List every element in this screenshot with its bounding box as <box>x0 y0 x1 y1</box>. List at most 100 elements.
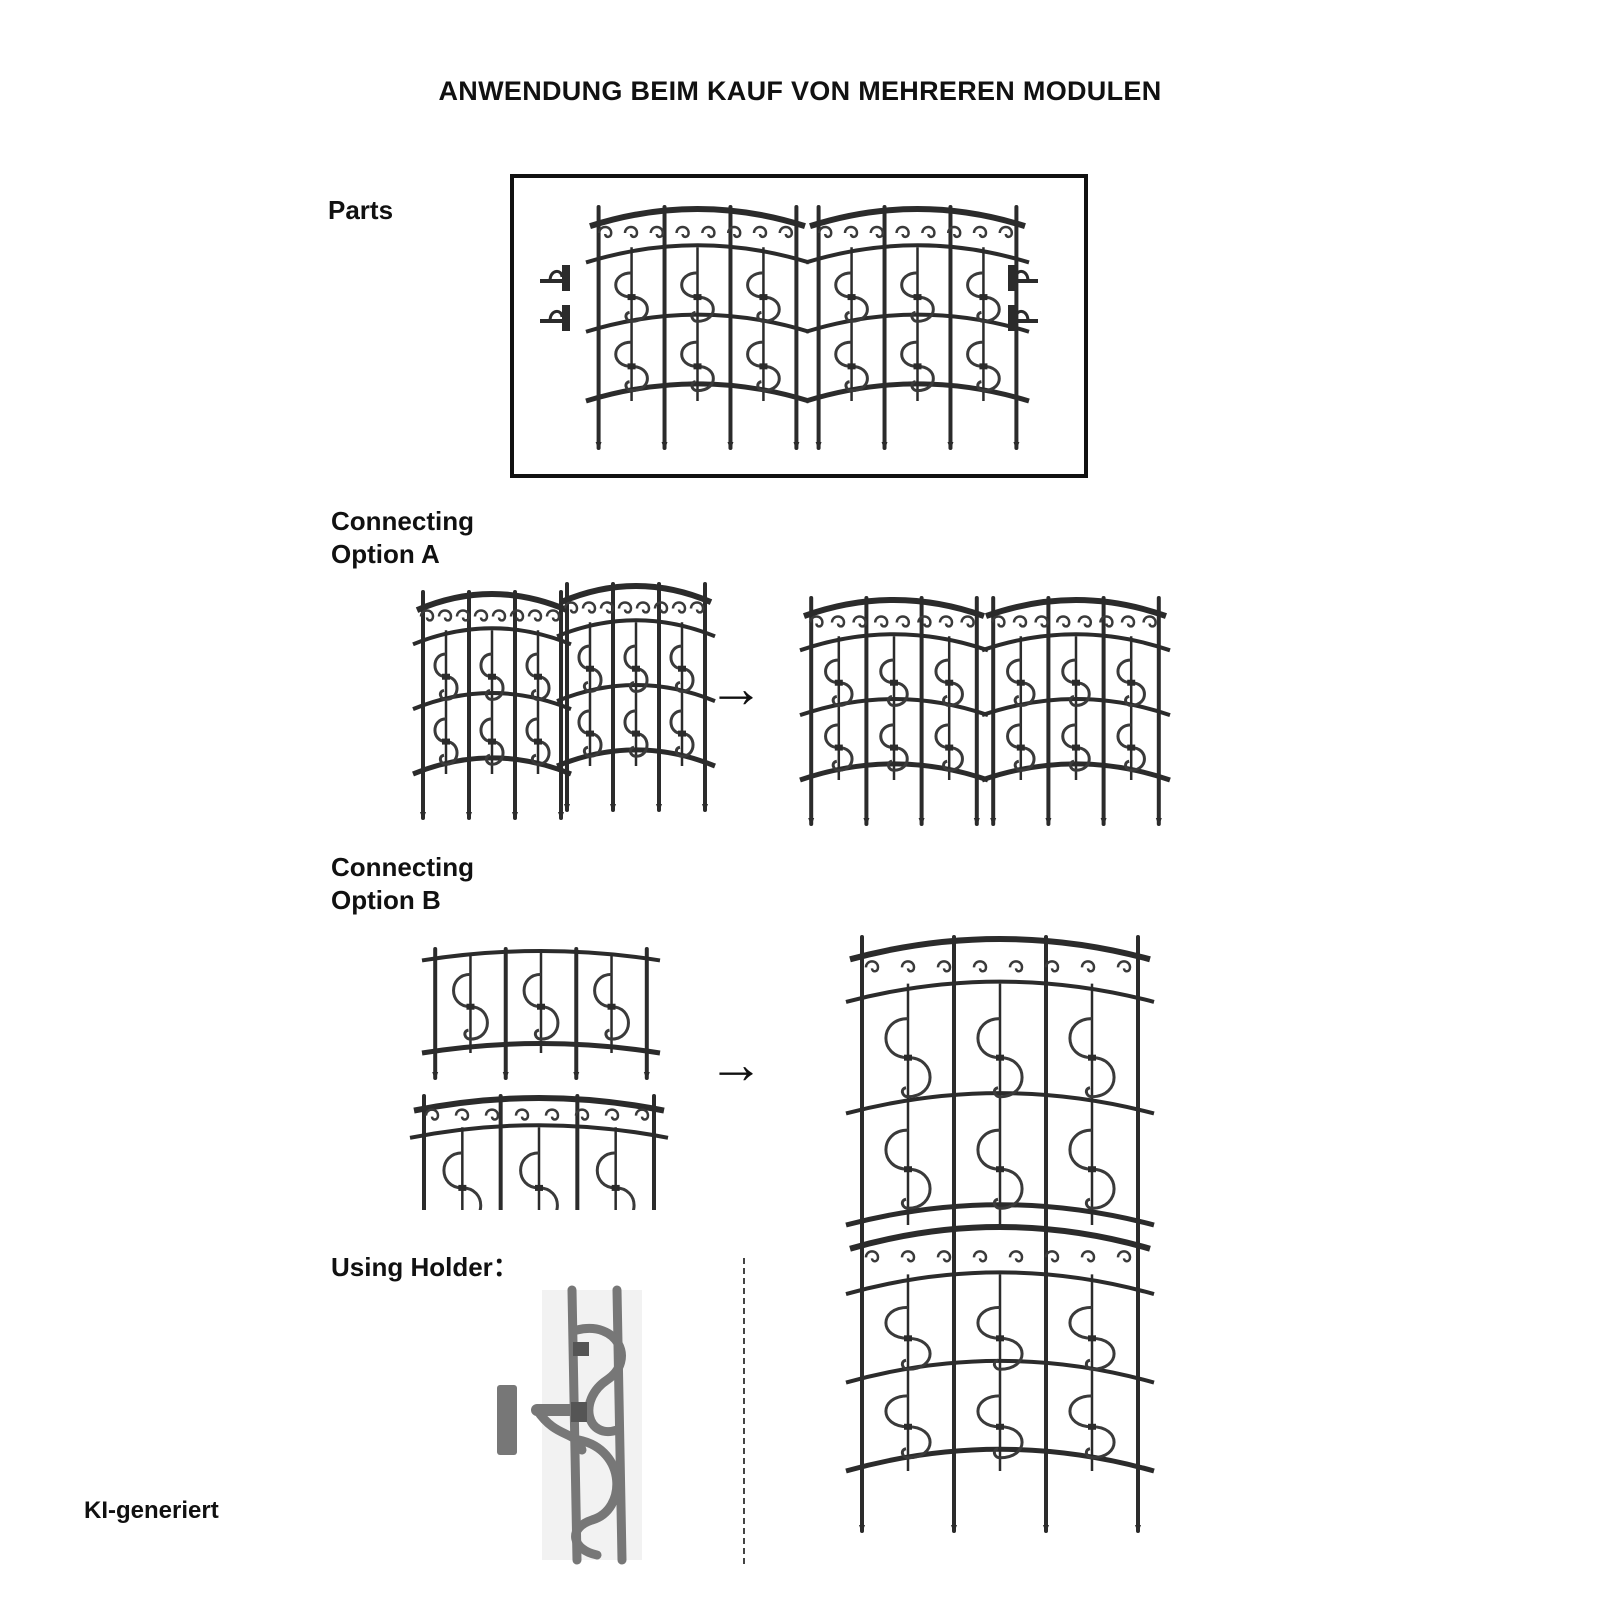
fence-clamp <box>945 679 954 686</box>
option-a-arrow-icon: → <box>708 656 764 719</box>
fence-clamp <box>442 673 450 680</box>
fence-scroll <box>1008 960 1024 973</box>
fence-scroll <box>1068 1305 1116 1371</box>
fence-scroll <box>936 1250 952 1263</box>
fence-clamp <box>890 679 898 686</box>
fence-clamp <box>678 665 686 672</box>
closeup-clamp <box>571 1402 587 1422</box>
fence-scroll <box>1006 658 1036 707</box>
fence-rail <box>409 1123 669 1140</box>
closeup-scroll <box>572 1324 626 1437</box>
fence-clamp <box>1072 744 1080 751</box>
fence-scroll <box>834 271 869 323</box>
fence-scroll <box>746 340 781 393</box>
fence-panel-left <box>799 596 989 826</box>
fence-leg-tip <box>643 1072 650 1080</box>
fence-rail <box>585 312 810 334</box>
fence-scroll <box>577 709 603 758</box>
fence-scroll <box>597 225 613 239</box>
fence-scroll <box>843 225 859 239</box>
fence-leg-tip <box>564 804 570 812</box>
fence-scroll <box>623 225 639 239</box>
fence-rail <box>421 949 661 963</box>
fence-scroll <box>593 972 630 1041</box>
fence-scroll <box>991 615 1006 628</box>
holder-closeup-illustration <box>497 1285 642 1565</box>
fence-leg-tip <box>466 812 472 820</box>
fence-clamp <box>488 673 496 680</box>
fence-scroll <box>544 1108 560 1121</box>
fence-scroll <box>433 652 459 701</box>
fence-scroll <box>525 652 551 701</box>
fence-scroll <box>917 615 932 628</box>
option-a-before-illustration <box>412 582 716 820</box>
fence-scroll <box>900 340 935 393</box>
fence-leg-tip <box>502 1072 509 1080</box>
fence-clamp <box>488 738 496 745</box>
wall-holder-icon <box>1008 305 1038 331</box>
fence-scroll <box>1120 615 1136 628</box>
fence-scroll <box>921 225 936 239</box>
fence-leg-tip <box>951 1525 957 1533</box>
fence-scroll <box>824 723 854 772</box>
wall-plate <box>562 265 570 291</box>
fence-scroll <box>623 644 649 693</box>
fence-leg-tip <box>1013 442 1020 450</box>
fence-clamp <box>611 1184 620 1191</box>
fence-clamp <box>1088 1423 1096 1430</box>
fence-leg-tip <box>990 818 997 826</box>
fence-scroll <box>1068 1394 1116 1460</box>
fence-scroll <box>680 340 715 393</box>
fence-scroll <box>976 1305 1024 1371</box>
fence-scroll <box>1006 723 1036 772</box>
fence-clamp <box>996 1166 1004 1173</box>
fence-scroll <box>934 723 964 772</box>
fence-scroll <box>960 615 975 628</box>
fence-rail <box>845 1202 1155 1228</box>
fence-scroll <box>454 1108 470 1121</box>
fence-scroll <box>689 601 705 614</box>
fence-scroll <box>671 601 687 614</box>
wall-plate <box>1008 265 1016 291</box>
fence-scroll <box>433 717 459 766</box>
fence-scroll <box>649 225 665 239</box>
fence-scroll <box>884 1017 932 1099</box>
fence-leg-tip <box>420 812 426 820</box>
fence-scroll <box>976 1394 1024 1460</box>
fence-scroll <box>834 340 869 393</box>
fence-leg-tip <box>574 1266 580 1274</box>
fence-scroll <box>852 615 867 628</box>
fence-scroll <box>455 609 471 622</box>
fence-clamp <box>904 1335 912 1342</box>
fence-top-rail <box>413 1095 665 1114</box>
closeup-clamp <box>573 1342 589 1356</box>
fence-clamp <box>834 679 843 686</box>
fence-clamp <box>996 1335 1004 1342</box>
wall-holder-icon <box>1008 265 1038 291</box>
fence-clamp <box>607 1003 616 1010</box>
ai-generated-badge: KI-generiert <box>84 1497 219 1524</box>
option-b-before-top-illustration <box>421 947 661 1080</box>
fence-leg-tip <box>573 1072 580 1080</box>
fence-rail <box>421 1041 661 1056</box>
fence-scroll <box>879 658 909 707</box>
fence-scroll <box>525 717 551 766</box>
fence-clamp <box>586 665 594 672</box>
fence-clamp <box>586 730 594 737</box>
fence-scroll <box>976 1017 1024 1099</box>
holder-label: Using Holder： <box>331 1252 519 1282</box>
fence-clamp <box>904 1166 912 1173</box>
fence-scroll <box>1044 1250 1060 1263</box>
fence-top-rail <box>802 597 986 619</box>
fence-panel-right <box>556 582 716 812</box>
fence-scroll <box>669 709 695 758</box>
option-a-label-line1: Connecting <box>331 506 474 536</box>
fence-scroll <box>452 972 489 1041</box>
fence-top-rail <box>809 206 1026 230</box>
fence-scroll <box>653 601 669 614</box>
fence-clamp <box>890 744 898 751</box>
fence-scroll <box>1080 960 1096 973</box>
fence-clamp <box>913 294 922 301</box>
fence-clamp <box>996 1423 1004 1430</box>
closeup-bar <box>612 1285 627 1565</box>
